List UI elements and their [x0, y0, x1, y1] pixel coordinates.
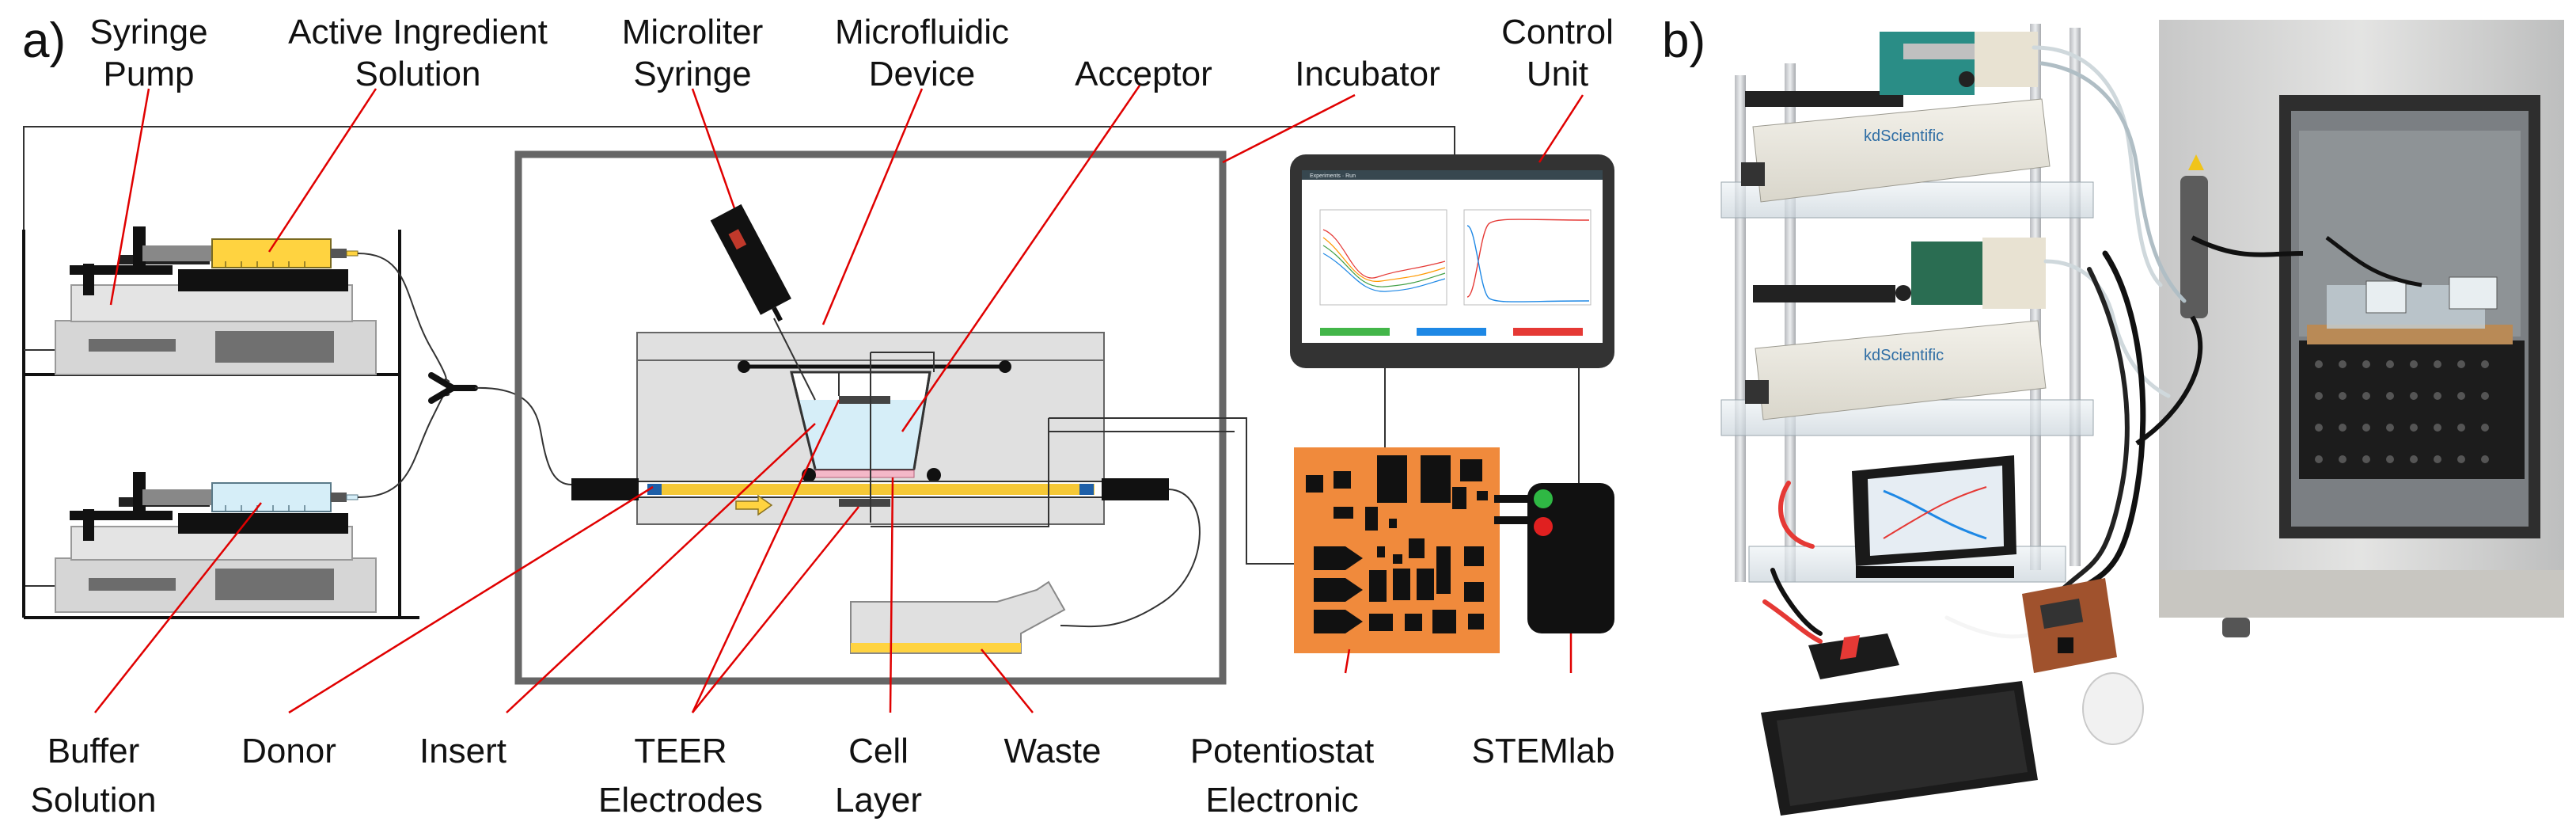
annotation-lines	[94, 85, 1584, 714]
label-cell-layer-2: Layer	[835, 781, 922, 820]
pump-rack-photo: kdScientific kdScientific	[1720, 24, 2094, 583]
screen-button-start[interactable]	[1320, 328, 1390, 336]
label-active-ingredient-2: Solution	[355, 55, 480, 93]
panel-a: a)	[22, 13, 1614, 820]
stemlab-photo	[1808, 633, 1899, 679]
teer-wire-upper	[1049, 417, 1298, 565]
label-microfluidic-device-1: Microfluidic	[835, 13, 1009, 51]
screen-header: Experiments · Run	[1310, 173, 1356, 179]
panel-b-letter: b)	[1662, 13, 1705, 68]
mouse-photo	[2082, 672, 2144, 745]
label-teer-electrodes-2: Electrodes	[598, 781, 763, 820]
control-unit: Experiments · Run	[1290, 154, 1614, 368]
stemlab-box	[1527, 483, 1614, 633]
pcb-photo	[2022, 578, 2117, 673]
label-microfluidic-device-2: Device	[869, 55, 976, 93]
label-waste: Waste	[1003, 732, 1101, 770]
label-potentiostat-2: Electronic	[1205, 781, 1358, 820]
keyboard-photo	[1761, 681, 2038, 816]
microliter-syringe	[710, 203, 816, 401]
label-teer-electrodes-1: TEER	[634, 732, 727, 770]
label-insert: Insert	[419, 732, 506, 770]
cables-photo	[1762, 45, 2187, 644]
label-acceptor: Acceptor	[1075, 55, 1212, 93]
labels: Syringe Pump Active Ingredient Solution …	[30, 13, 1614, 820]
screen-button-measure[interactable]	[1417, 328, 1486, 336]
label-cell-layer-1: Cell	[848, 732, 909, 770]
label-microliter-syringe-1: Microliter	[622, 13, 763, 51]
tablet-photo	[1852, 455, 2016, 578]
incubator-photo	[2135, 20, 2564, 637]
y-connector	[428, 372, 478, 404]
screen-button-stop[interactable]	[1513, 328, 1583, 336]
label-potentiostat-1: Potentiostat	[1190, 732, 1374, 770]
syringe-pump-upper	[55, 226, 377, 375]
label-incubator: Incubator	[1295, 55, 1440, 93]
label-syringe-pump-2: Pump	[104, 55, 195, 93]
syringe-pump-rack	[22, 226, 572, 619]
syringe-pump-lower	[55, 472, 377, 613]
label-active-ingredient-1: Active Ingredient	[288, 13, 548, 51]
pump-photo-lower: kdScientific	[1745, 238, 2047, 420]
label-buffer-solution-1: Buffer	[47, 732, 140, 770]
label-control-unit-1: Control	[1501, 13, 1614, 51]
waste-container	[850, 580, 1066, 654]
microfluidic-device	[571, 332, 1169, 527]
label-donor: Donor	[241, 732, 336, 770]
panel-b: b)	[1662, 13, 2564, 816]
label-buffer-solution-2: Solution	[30, 781, 156, 820]
label-syringe-pump-1: Syringe	[89, 13, 207, 51]
label-stemlab: STEMlab	[1472, 732, 1615, 770]
label-control-unit-2: Unit	[1527, 55, 1588, 93]
screen-chart-left	[1319, 209, 1447, 306]
pump-brand-upper: kdScientific	[1864, 127, 1944, 145]
panel-a-letter: a)	[22, 13, 66, 68]
pump-photo-upper: kdScientific	[1741, 32, 2051, 203]
label-microliter-syringe-2: Syringe	[633, 55, 751, 93]
waste-tubing	[1060, 489, 1201, 628]
pump-brand-lower: kdScientific	[1864, 347, 1944, 364]
potentiostat-board	[1294, 447, 1530, 653]
screen-chart-right	[1463, 209, 1592, 306]
